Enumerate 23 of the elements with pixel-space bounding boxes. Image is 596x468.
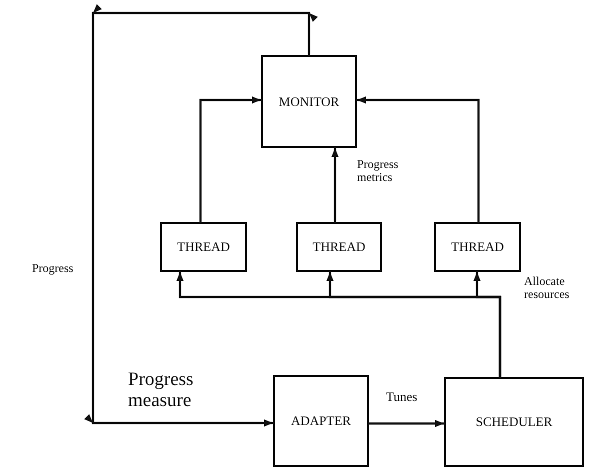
arrow bbox=[473, 272, 502, 377]
process-box bbox=[261, 55, 357, 148]
edge-label: Tunes bbox=[386, 390, 418, 404]
process-box bbox=[296, 222, 382, 272]
arrow bbox=[331, 148, 339, 222]
arrow bbox=[357, 96, 480, 222]
box-label: THREAD bbox=[451, 239, 504, 255]
arrow bbox=[369, 420, 444, 428]
arrow bbox=[199, 96, 261, 222]
annotation-label: Allocate resources bbox=[524, 275, 570, 302]
edge-label: Progress measure bbox=[128, 370, 194, 412]
box-label: THREAD bbox=[177, 239, 230, 255]
arrow bbox=[84, 4, 318, 427]
process-box bbox=[160, 222, 247, 272]
box-label: MONITOR bbox=[278, 94, 340, 110]
box-label: THREAD bbox=[312, 239, 366, 255]
process-box bbox=[273, 375, 369, 467]
process-box bbox=[444, 377, 584, 467]
process-box bbox=[434, 222, 521, 272]
annotation-label: Progress bbox=[32, 262, 74, 276]
annotation-label: Progress metrics bbox=[357, 158, 400, 184]
box-label: ADAPTER bbox=[291, 413, 351, 429]
box-label: SCHEDULER bbox=[476, 414, 552, 430]
